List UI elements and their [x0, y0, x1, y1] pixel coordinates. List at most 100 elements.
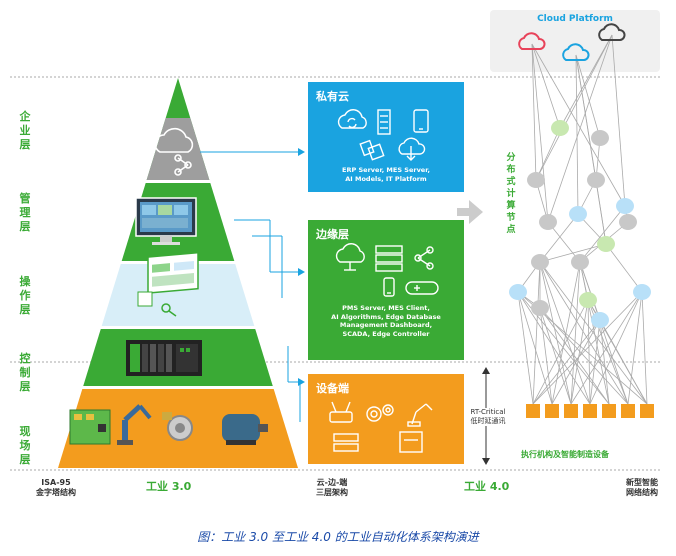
actuator-devices [526, 404, 654, 418]
network-link [599, 319, 648, 405]
compute-node [616, 198, 634, 214]
compute-node [551, 120, 569, 136]
network-link [517, 291, 534, 405]
cloud-share-icon [154, 127, 194, 176]
figure-caption: 图：工业 3.0 至工业 4.0 的工业自动化体系架构演进 [197, 530, 479, 544]
network-link [539, 243, 607, 263]
compute-node [569, 206, 587, 222]
edge-layer-title: 边缘层 [316, 228, 349, 241]
compute-node [587, 172, 605, 188]
server-icon [377, 109, 391, 135]
compute-node [509, 284, 527, 300]
phone-icon [383, 277, 395, 297]
compute-node [539, 214, 557, 230]
layer-enterprise-label: 企业层 [19, 110, 31, 151]
edge-layer-icons [335, 243, 439, 297]
actuator-square [621, 404, 635, 418]
network-link [551, 319, 601, 405]
cloud-download-icon [398, 137, 426, 161]
industry-30-label: 工业 3.0 [146, 480, 192, 493]
network-link [641, 291, 648, 405]
compute-node [579, 292, 597, 308]
device-box: 设备端 [308, 374, 464, 464]
network-link [605, 243, 643, 293]
network-link [595, 179, 607, 245]
network-link [531, 43, 537, 181]
compute-node [633, 284, 651, 300]
device-title: 设备端 [316, 382, 349, 395]
private-cloud-title: 私有云 [316, 90, 349, 103]
network-link [539, 261, 629, 405]
device-icons [329, 401, 433, 453]
monitor-icon [135, 197, 197, 245]
cloud-platform-panel [490, 10, 660, 72]
actuator-square [602, 404, 616, 418]
network-link [570, 299, 589, 405]
actuator-square [640, 404, 654, 418]
actuators-label: 执行机构及智能制造设备 [521, 450, 609, 459]
network-link [547, 221, 581, 263]
server-rack-icon [375, 245, 403, 272]
network-link [532, 261, 541, 405]
rt-critical-label: RT-Critical 低时延通讯 [466, 408, 510, 426]
cloud-edge-label: 云-边-端 三层架构 [316, 478, 348, 497]
network-link [531, 43, 626, 207]
network-link [535, 34, 613, 181]
cloud-blue-icon [562, 43, 590, 61]
private-cloud-icons [337, 109, 429, 161]
actuator-square [526, 404, 540, 418]
switch-icon [333, 433, 359, 452]
sync-cloud-icon [337, 109, 367, 129]
gears-icon [366, 404, 394, 422]
isa95-label: ISA-95 金字塔结构 [36, 478, 76, 497]
network-link [589, 319, 601, 405]
compute-node [531, 300, 549, 316]
actuator-square [564, 404, 578, 418]
cloud-network-icon [335, 243, 365, 271]
actuator-square [583, 404, 597, 418]
network-link [531, 43, 561, 129]
network-link [559, 34, 613, 129]
network-link [587, 299, 591, 405]
private-cloud-text: ERP Server, MES Server, AI Models, IT Pl… [342, 166, 430, 183]
router-icon [329, 401, 353, 423]
compute-node [531, 254, 549, 270]
chip-icon [399, 431, 423, 453]
share-icon [414, 246, 434, 270]
network-link [599, 319, 610, 405]
network-structure-label: 新型智能 网络结构 [626, 478, 658, 497]
network-link [539, 261, 572, 405]
edge-layer-text: PMS Server, MES Client, AI Algorithms, E… [331, 304, 441, 338]
compute-node [571, 254, 589, 270]
gamepad-icon [405, 281, 439, 295]
network-link [539, 307, 572, 405]
network-link [532, 291, 643, 405]
layer-field-label: 现场层 [19, 425, 31, 466]
dashboard-icon [137, 251, 199, 317]
network-link [531, 43, 549, 223]
distributed-nodes-label: 分布式计算节点 [506, 153, 516, 235]
layer-control-label: 控制层 [19, 352, 31, 393]
robot-arm-icon [407, 403, 433, 427]
cloud-dark-icon [598, 23, 626, 41]
industry-40-label: 工业 4.0 [464, 480, 510, 493]
network-link [517, 291, 553, 405]
controller-icon [126, 340, 202, 376]
network-link [579, 261, 610, 405]
cloud-red-icon [518, 32, 546, 50]
compute-node [597, 236, 615, 252]
private-cloud-box: 私有云 ERP Server, MES Se [308, 82, 464, 192]
compute-node [591, 312, 609, 328]
network-link [579, 261, 629, 405]
handshake-icon [359, 139, 385, 161]
network-link [575, 54, 601, 139]
network-link [627, 291, 643, 405]
transition-arrow [457, 200, 483, 224]
network-link [539, 213, 579, 263]
network-link [575, 54, 579, 215]
network-link [539, 261, 648, 405]
network-link [579, 205, 626, 263]
